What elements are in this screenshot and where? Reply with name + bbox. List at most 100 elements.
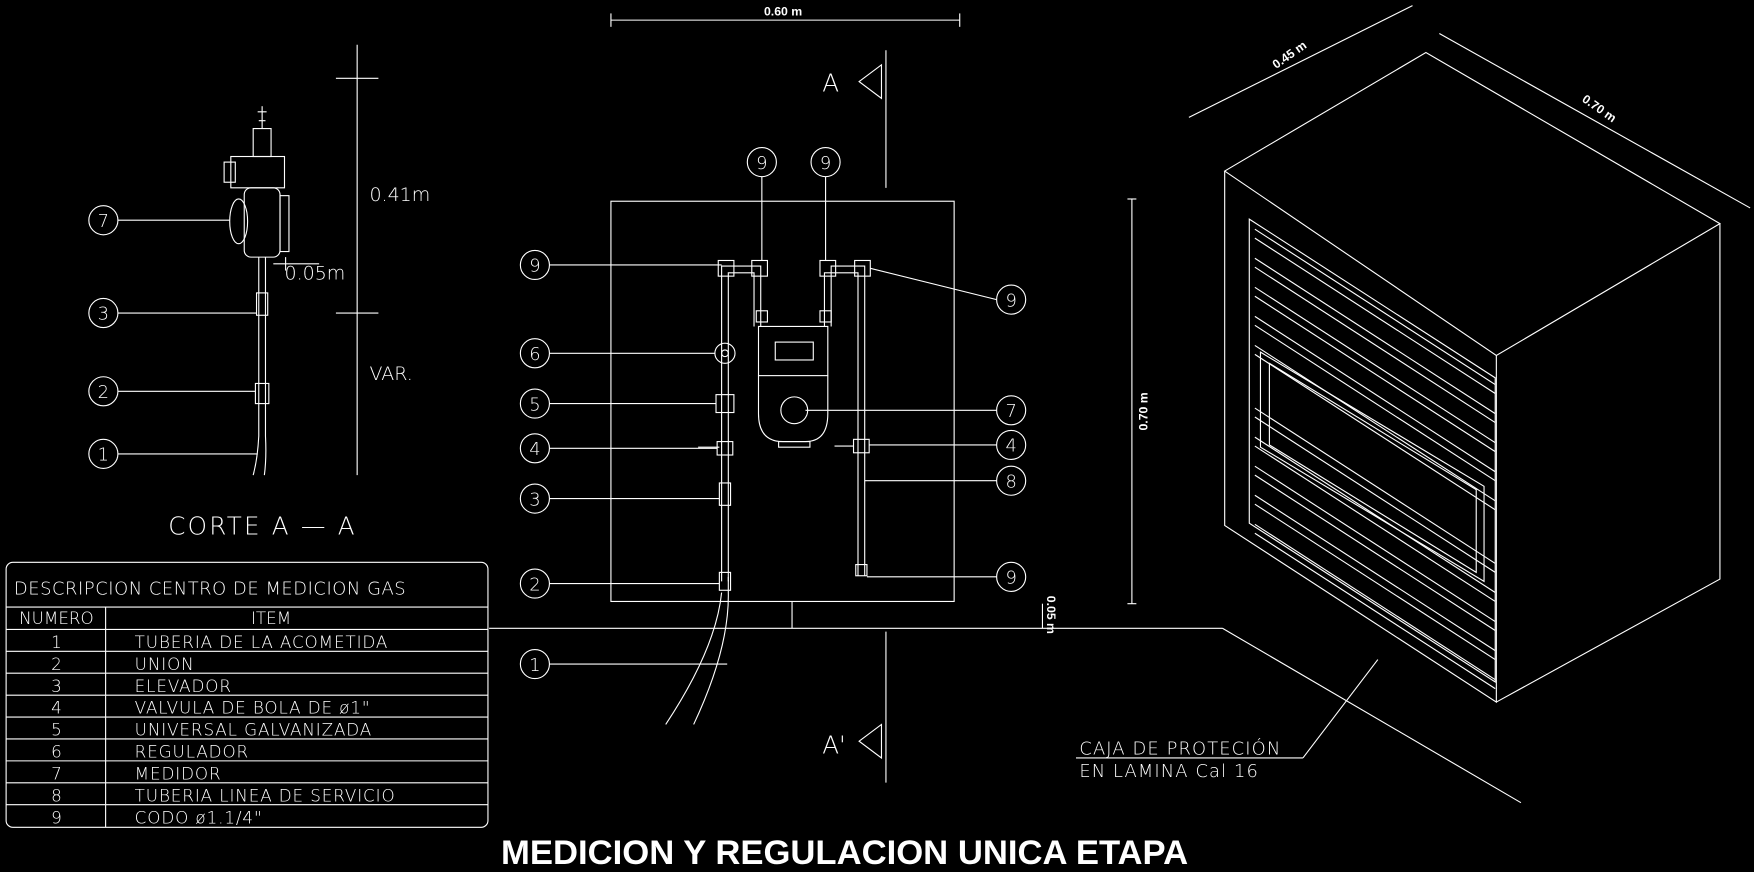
table-cell-item: TUBERIA DE LA ACOMETIDA: [135, 632, 389, 652]
dimension-length-label: 0.70 m: [1580, 92, 1619, 125]
louver: [1254, 465, 1496, 623]
louver: [1254, 474, 1496, 631]
table-row: 5 UNIVERSAL GALVANIZADA: [6, 720, 488, 740]
callout: 8: [864, 465, 1027, 496]
louver: [1254, 344, 1496, 502]
front-callouts-left: 9 6 5 4 3 2 1: [519, 249, 728, 680]
louver: [1254, 237, 1496, 394]
box-note: CAJA DE PROTECIÓN EN LAMINA Cal 16: [1075, 659, 1379, 782]
table-row: 7 MEDIDOR: [6, 763, 488, 783]
table-row: 6 REGULADOR: [6, 742, 488, 762]
svg-text:2: 2: [98, 382, 109, 403]
svg-text:6: 6: [529, 344, 540, 365]
dimension-width-label: 0.60 m: [764, 5, 802, 19]
callout: 1: [88, 438, 258, 469]
svg-text:7: 7: [1005, 401, 1016, 422]
table-cell-numero: 4: [51, 698, 62, 718]
section-height-label: 0.41m: [369, 184, 430, 206]
table-cell-numero: 5: [51, 720, 62, 740]
louver: [1254, 494, 1496, 652]
callout: 3: [519, 483, 720, 514]
section-marker-top: A: [822, 50, 887, 188]
svg-text:9: 9: [1005, 568, 1016, 589]
table-cell-numero: 2: [51, 654, 62, 674]
louver: [1254, 295, 1496, 453]
louver: [1254, 315, 1496, 473]
description-table: DESCRIPCION CENTRO DE MEDICION GAS NUMER…: [5, 561, 489, 828]
section-var-label: VAR.: [369, 363, 412, 385]
svg-text:9: 9: [756, 153, 767, 174]
svg-text:1: 1: [529, 655, 540, 676]
table-cell-item: CODO ø1.1/4": [135, 807, 263, 827]
section-view: 0.41m 0.05m VAR. CORTE A — A 7 3 2 1: [88, 44, 430, 540]
table-cell-numero: 8: [51, 785, 62, 805]
table-header-numero: NUMERO: [19, 608, 94, 628]
section-title: CORTE A — A: [168, 511, 357, 540]
louver: [1254, 266, 1496, 424]
callout: 9: [746, 147, 777, 261]
callout: 9: [519, 249, 722, 281]
dimension-base: 0.05 m: [1041, 596, 1058, 634]
svg-text:9: 9: [820, 153, 831, 174]
drawing-title: MEDICION Y REGULACION UNICA ETAPA: [501, 834, 1188, 872]
table-cell-item: MEDIDOR: [135, 763, 222, 783]
table-cell-item: REGULADOR: [135, 742, 249, 762]
louver: [1254, 407, 1496, 564]
table-row: 1 TUBERIA DE LA ACOMETIDA: [6, 632, 488, 652]
section-marker-top-label: A: [822, 69, 839, 98]
callout: 4: [869, 429, 1027, 461]
callout: 2: [519, 568, 720, 599]
box-note-line1: CAJA DE PROTECIÓN: [1079, 738, 1281, 760]
table-cell-item: VALVULA DE BOLA DE ø1": [135, 698, 371, 718]
table-row: 2 UNION: [6, 654, 488, 674]
dimension-height-label: 0.70 m: [1137, 392, 1151, 430]
louver: [1254, 324, 1496, 482]
box-outline: [610, 200, 955, 603]
louver: [1254, 286, 1496, 444]
callout: 5: [519, 388, 717, 419]
svg-text:1: 1: [98, 445, 109, 466]
louver: [1254, 523, 1496, 681]
dimension-base-label: 0.05 m: [1044, 596, 1058, 634]
front-callouts-top: 9 9: [746, 147, 841, 261]
table-cell-item: UNIVERSAL GALVANIZADA: [135, 720, 372, 740]
protection-box-isometric: 0.45 m 0.70 m: [1188, 5, 1751, 704]
callout: 4: [519, 433, 718, 464]
louver: [1254, 228, 1496, 386]
table-cell-item: TUBERIA LINEA DE SERVICIO: [135, 785, 396, 805]
table-cell-item: ELEVADOR: [135, 676, 232, 696]
table-cell-numero: 7: [51, 763, 62, 783]
svg-text:2: 2: [529, 574, 540, 595]
svg-text:3: 3: [529, 489, 540, 510]
louver: [1254, 353, 1496, 511]
front-callouts-right: 9 7 4 8 9: [805, 267, 1027, 592]
table-cell-numero: 9: [51, 807, 62, 827]
callout: 3: [88, 297, 257, 329]
riser-pipe: [665, 259, 768, 725]
callout: 9: [810, 147, 841, 261]
table-cell-numero: 1: [51, 632, 62, 652]
section-offset-label: 0.05m: [284, 262, 345, 284]
table-title: DESCRIPCION CENTRO DE MEDICION GAS: [14, 579, 406, 600]
svg-text:9: 9: [529, 256, 540, 277]
table-row: 4 VALVULA DE BOLA DE ø1": [6, 698, 488, 718]
table-cell-numero: 6: [51, 742, 62, 762]
callout: 9: [866, 561, 1027, 592]
table-row: 9 CODO ø1.1/4": [51, 807, 263, 827]
box-note-line2: EN LAMINA Cal 16: [1079, 761, 1259, 782]
callout: 1: [519, 648, 728, 680]
svg-text:9: 9: [1005, 290, 1016, 311]
dimension-width: 0.60 m: [610, 5, 961, 27]
svg-text:8: 8: [1005, 471, 1016, 492]
louver: [1254, 503, 1496, 661]
louver: [1254, 416, 1496, 573]
callout: 2: [88, 376, 256, 407]
table-cell-item: UNION: [135, 654, 195, 674]
service-pipe: [819, 259, 871, 577]
gas-meter: [757, 325, 829, 448]
callout: 7: [88, 205, 230, 236]
table-row: 8 TUBERIA LINEA DE SERVICIO: [6, 785, 488, 805]
louver: [1254, 257, 1496, 415]
